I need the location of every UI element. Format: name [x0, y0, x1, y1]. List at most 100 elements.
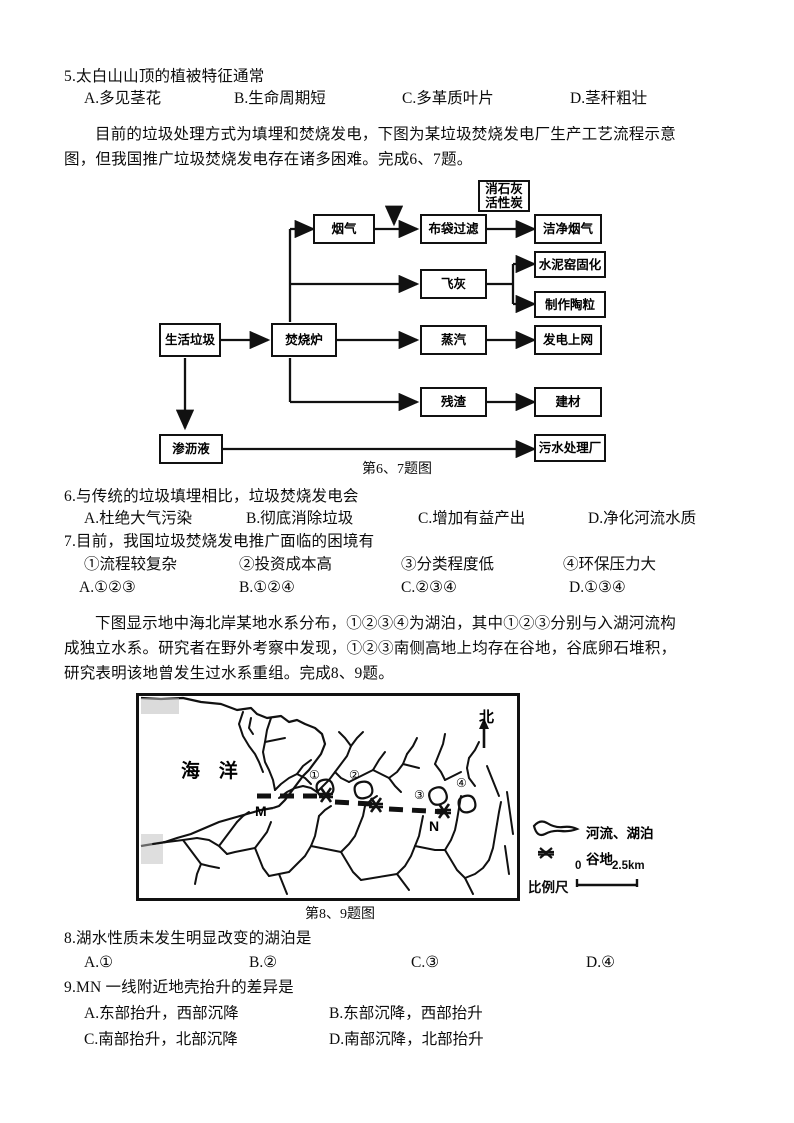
valley-symbol-2: [369, 797, 383, 813]
valley-symbol-3: [437, 803, 451, 819]
map-label-sea: 海 洋: [181, 761, 245, 782]
map-texture-nw: [141, 698, 179, 714]
question-7-option-b[interactable]: B.①②④: [239, 579, 295, 596]
map-label-north: 北: [479, 710, 495, 726]
map-lake-marker-3: ③: [414, 788, 425, 802]
question-8-option-d[interactable]: D.④: [586, 954, 615, 971]
flow-node-sewageplant: 污水处理厂: [534, 434, 606, 462]
valley-symbols: [319, 787, 451, 819]
flow-node-steam: 蒸汽: [420, 325, 487, 355]
map-legend: 河流、湖泊 谷地 比例尺 0 2.5km: [528, 818, 728, 904]
sea-area: [139, 696, 325, 814]
flow-node-cleangas: 洁净烟气: [534, 214, 602, 244]
lake-3-shape: [428, 786, 448, 806]
question-7-statement-3: ③分类程度低: [401, 556, 495, 573]
flow-node-reagent-line1: 消石灰: [485, 182, 523, 196]
question-5-stem: 5.太白山山顶的植被特征通常: [64, 68, 265, 85]
flow-node-residue: 残渣: [420, 387, 487, 417]
question-5-option-a[interactable]: A.多见茎花: [84, 90, 162, 107]
passage-8-9-line-2: 成独立水系。研究者在野外考察中发现，①②③南侧高地上均存在谷地，谷底卵石堆积，: [64, 640, 677, 657]
question-6-option-d[interactable]: D.净化河流水质: [588, 510, 697, 527]
flow-node-reagent-line2: 活性炭: [485, 196, 523, 210]
map-caption: 第8、9题图: [305, 907, 375, 922]
scale-bar-icon: [575, 879, 639, 887]
question-7-statement-2: ②投资成本高: [239, 556, 333, 573]
question-8-option-b[interactable]: B.②: [249, 954, 278, 971]
map-drawing: [139, 696, 514, 895]
question-6-stem: 6.与传统的垃圾填埋相比，垃圾焚烧发电会: [64, 488, 359, 505]
question-8-stem: 8.湖水性质未发生明显改变的湖泊是: [64, 930, 312, 947]
flow-node-reagent: 消石灰 活性炭: [478, 180, 530, 212]
question-7-options: A.①②③ B.①②④ C.②③④ D.①③④: [79, 577, 739, 598]
map-lake-marker-4: ④: [456, 776, 467, 790]
question-7-statements: ①流程较复杂 ②投资成本高 ③分类程度低 ④环保压力大: [84, 554, 744, 575]
flow-node-bagfilter: 布袋过滤: [420, 214, 487, 244]
question-7-option-a[interactable]: A.①②③: [79, 579, 136, 596]
question-5-option-c[interactable]: C.多革质叶片: [402, 90, 494, 107]
question-5-option-d[interactable]: D.茎秆粗壮: [570, 90, 648, 107]
flow-node-fluegas: 烟气: [313, 214, 375, 244]
question-8-option-c[interactable]: C.③: [411, 954, 440, 971]
question-7-statement-1: ①流程较复杂: [84, 556, 178, 573]
question-9-option-c[interactable]: C.南部抬升，北部沉降: [84, 1031, 238, 1048]
question-7-option-d[interactable]: D.①③④: [569, 579, 626, 596]
passage-8-9-line-3: 研究表明该地曾发生过水系重组。完成8、9题。: [64, 665, 394, 682]
question-5-option-b[interactable]: B.生命周期短: [234, 90, 326, 107]
flow-node-leachate: 渗沥液: [159, 434, 223, 464]
flow-node-waste: 生活垃圾: [159, 323, 221, 357]
map-texture-sw: [141, 834, 163, 864]
passage-6-7-line-2: 图，但我国推广垃圾焚烧发电存在诸多困难。完成6、7题。: [64, 151, 473, 168]
lake-shapes: [315, 778, 477, 814]
question-9-options-row-1: A.东部抬升，西部沉降 B.东部沉降，西部抬升: [84, 1003, 744, 1024]
question-5-options: A.多见茎花 B.生命周期短 C.多革质叶片 D.茎秆粗壮: [84, 88, 724, 109]
question-7-stem: 7.目前，我国垃圾焚烧发电推广面临的困境有: [64, 533, 375, 550]
legend-scale-max: 2.5km: [612, 860, 645, 872]
north-arrow-icon: [479, 718, 489, 748]
waste-incineration-flowchart: 消石灰 活性炭 烟气 布袋过滤 洁净烟气 飞灰 水泥窑固化 制作陶粒 生活垃圾 …: [130, 172, 630, 464]
river-lake-symbol-icon: [532, 820, 580, 837]
lake-4-shape: [457, 794, 477, 814]
question-9-option-a[interactable]: A.东部抬升，西部沉降: [84, 1005, 239, 1022]
coastline: [140, 696, 327, 810]
flow-node-ceramsite: 制作陶粒: [534, 291, 606, 318]
passage-6-7-line-1: 目前的垃圾处理方式为填埋和焚烧发电，下图为某垃圾焚烧发电厂生产工艺流程示意: [95, 126, 676, 143]
map-lake-marker-2: ②: [349, 768, 360, 782]
question-9-stem: 9.MN 一线附近地壳抬升的差异是: [64, 979, 294, 996]
legend-scale-label: 比例尺: [528, 880, 569, 895]
question-7-option-c[interactable]: C.②③④: [401, 579, 457, 596]
legend-symbols: [532, 820, 580, 859]
map-lake-marker-1: ①: [309, 768, 320, 782]
lake-2-shape: [353, 780, 374, 800]
map-label-n: N: [429, 818, 440, 834]
watershed-map-figure: 海 洋 北 M N ① ② ③ ④: [136, 693, 520, 901]
legend-label-river-lake: 河流、湖泊: [586, 826, 654, 841]
passage-8-9-line-1: 下图显示地中海北岸某地水系分布，①②③④为湖泊，其中①②③分别与入湖河流构: [95, 615, 676, 632]
valley-symbol-1: [319, 787, 333, 803]
flow-node-cementkiln: 水泥窑固化: [534, 251, 606, 278]
mn-dashed-line: [257, 793, 448, 815]
flowchart-connectors: [175, 205, 537, 459]
passage-8-9: 下图显示地中海北岸某地水系分布，①②③④为湖泊，其中①②③分别与入湖河流构 成独…: [64, 611, 744, 686]
question-9-option-d[interactable]: D.南部沉降，北部抬升: [329, 1031, 484, 1048]
river-network: [152, 711, 514, 895]
question-9-options-row-2: C.南部抬升，北部沉降 D.南部沉降，北部抬升: [84, 1029, 744, 1050]
map-frame: 海 洋 北 M N ① ② ③ ④: [136, 693, 520, 901]
question-7-statement-4: ④环保压力大: [563, 556, 657, 573]
question-6-option-c[interactable]: C.增加有益产出: [418, 510, 526, 527]
passage-6-7: 目前的垃圾处理方式为填埋和焚烧发电，下图为某垃圾焚烧发电厂生产工艺流程示意 图，…: [64, 122, 736, 172]
question-8-options: A.① B.② C.③ D.④: [84, 952, 744, 973]
question-9-option-b[interactable]: B.东部沉降，西部抬升: [329, 1005, 483, 1022]
flow-node-power: 发电上网: [534, 325, 602, 355]
question-6-options: A.杜绝大气污染 B.彻底消除垃圾 C.增加有益产出 D.净化河流水质: [84, 508, 744, 529]
valley-symbol-icon: [538, 847, 554, 859]
question-6-option-a[interactable]: A.杜绝大气污染: [84, 510, 193, 527]
question-8-option-a[interactable]: A.①: [84, 954, 113, 971]
legend-label-valley: 谷地: [586, 852, 613, 867]
flowchart-caption: 第6、7题图: [362, 462, 432, 477]
legend-scale-min: 0: [575, 860, 582, 872]
question-6-option-b[interactable]: B.彻底消除垃圾: [246, 510, 354, 527]
flow-node-flyash: 飞灰: [420, 269, 487, 299]
map-label-m: M: [255, 803, 267, 819]
flow-node-buildmat: 建材: [534, 387, 602, 417]
